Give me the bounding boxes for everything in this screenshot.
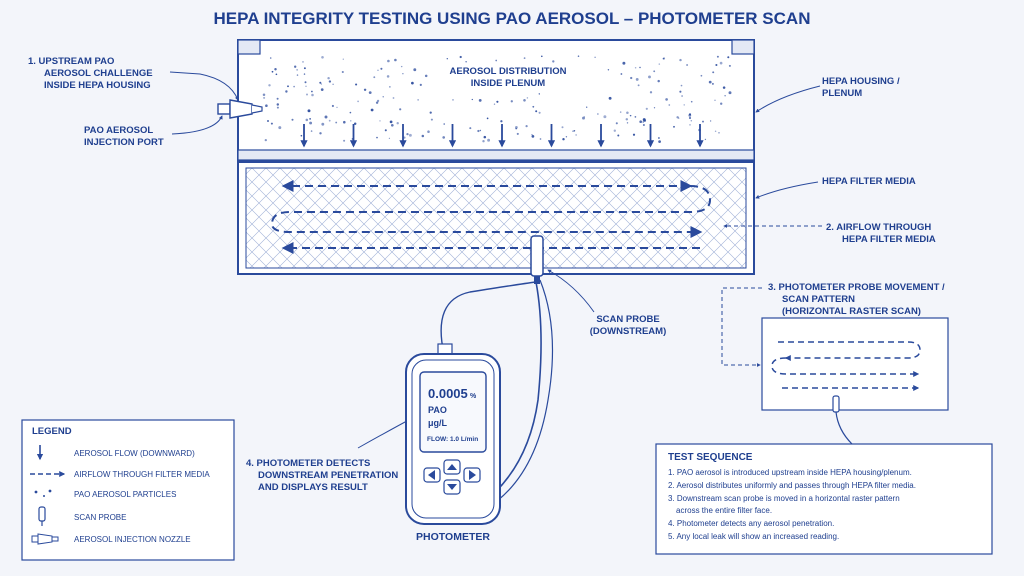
- sequence-line: 2. Aerosol distributes uniformly and pas…: [668, 481, 916, 490]
- legend-item-label: SCAN PROBE: [74, 513, 126, 522]
- sequence-line: across the entire filter face.: [676, 506, 772, 515]
- hepa-housing: [237, 39, 755, 161]
- airflow-dashed-path: [270, 180, 712, 254]
- sequence-line: 1. PAO aerosol is introduced upstream in…: [668, 468, 912, 477]
- callout-filter-media: HEPA FILTER MEDIA: [822, 176, 916, 187]
- raster-scan-inset: [761, 317, 949, 445]
- photometer-cable: [440, 281, 537, 355]
- sequence-line: 4. Photometer detects any aerosol penetr…: [668, 519, 834, 528]
- callout-probe-movement: 3. PHOTOMETER PROBE MOVEMENT /SCAN PATTE…: [768, 282, 945, 317]
- reading-value: 0.0005: [428, 386, 468, 401]
- sequence-line: 5. Any local leak will show an increased…: [668, 532, 839, 541]
- arrow-up-button[interactable]: [443, 459, 461, 475]
- arrow-right-button[interactable]: [463, 467, 481, 483]
- pao-particles: [262, 55, 732, 143]
- photometer-label: PHOTOMETER: [416, 531, 490, 543]
- scan-probe: [479, 235, 554, 511]
- agent-label: PAO: [428, 405, 447, 415]
- probe-icon: [38, 506, 46, 526]
- svg-text:SCAN PROBE(DOWNSTREAM): SCAN PROBE(DOWNSTREAM): [590, 314, 667, 337]
- page-title: HEPA INTEGRITY TESTING USING PAO AEROSOL…: [214, 9, 811, 28]
- arrow-left-button[interactable]: [423, 467, 441, 483]
- svg-text:HEPA HOUSING /PLENUM: HEPA HOUSING /PLENUM: [822, 76, 900, 99]
- test-sequence-title: TEST SEQUENCE: [668, 452, 753, 463]
- callout-scan-probe: SCAN PROBE(DOWNSTREAM): [590, 314, 667, 337]
- test-sequence: TEST SEQUENCE 1. PAO aerosol is introduc…: [655, 443, 993, 555]
- particles-icon: [34, 489, 52, 497]
- photometer-device: 0.0005 % PAO μg/L FLOW: 1.0 L/min PHOTOM…: [405, 343, 501, 543]
- flow-label: FLOW: 1.0 L/min: [427, 436, 478, 443]
- arrow-down-button[interactable]: [443, 479, 461, 495]
- legend-item-label: AEROSOL FLOW (DOWNWARD): [74, 449, 195, 458]
- legend-item-label: AEROSOL INJECTION NOZZLE: [74, 535, 191, 544]
- legend-title: LEGEND: [32, 426, 72, 437]
- reading-unit: %: [470, 393, 477, 400]
- legend-item-label: PAO AEROSOL PARTICLES: [74, 490, 176, 499]
- hepa-filter-media: [237, 161, 755, 275]
- legend-item-label: AIRFLOW THROUGH FILTER MEDIA: [74, 470, 210, 479]
- aerosol-flow-arrows: [300, 124, 704, 148]
- svg-text:3. PHOTOMETER PROBE MOVEMENT /: 3. PHOTOMETER PROBE MOVEMENT /SCAN PATTE…: [768, 282, 945, 317]
- nozzle-icon: [31, 533, 59, 545]
- callout-leaders: [169, 71, 822, 449]
- unit-label: μg/L: [428, 418, 448, 428]
- photometer-screen: [419, 371, 487, 453]
- injection-nozzle-icon: [217, 99, 263, 119]
- legend: LEGEND AEROSOL FLOW (DOWNWARD) AIRFLOW T…: [21, 419, 235, 561]
- sequence-line: 3. Downstream scan probe is moved in a h…: [668, 494, 900, 503]
- callout-housing: HEPA HOUSING /PLENUM: [822, 76, 900, 99]
- svg-text:HEPA FILTER MEDIA: HEPA FILTER MEDIA: [822, 176, 916, 187]
